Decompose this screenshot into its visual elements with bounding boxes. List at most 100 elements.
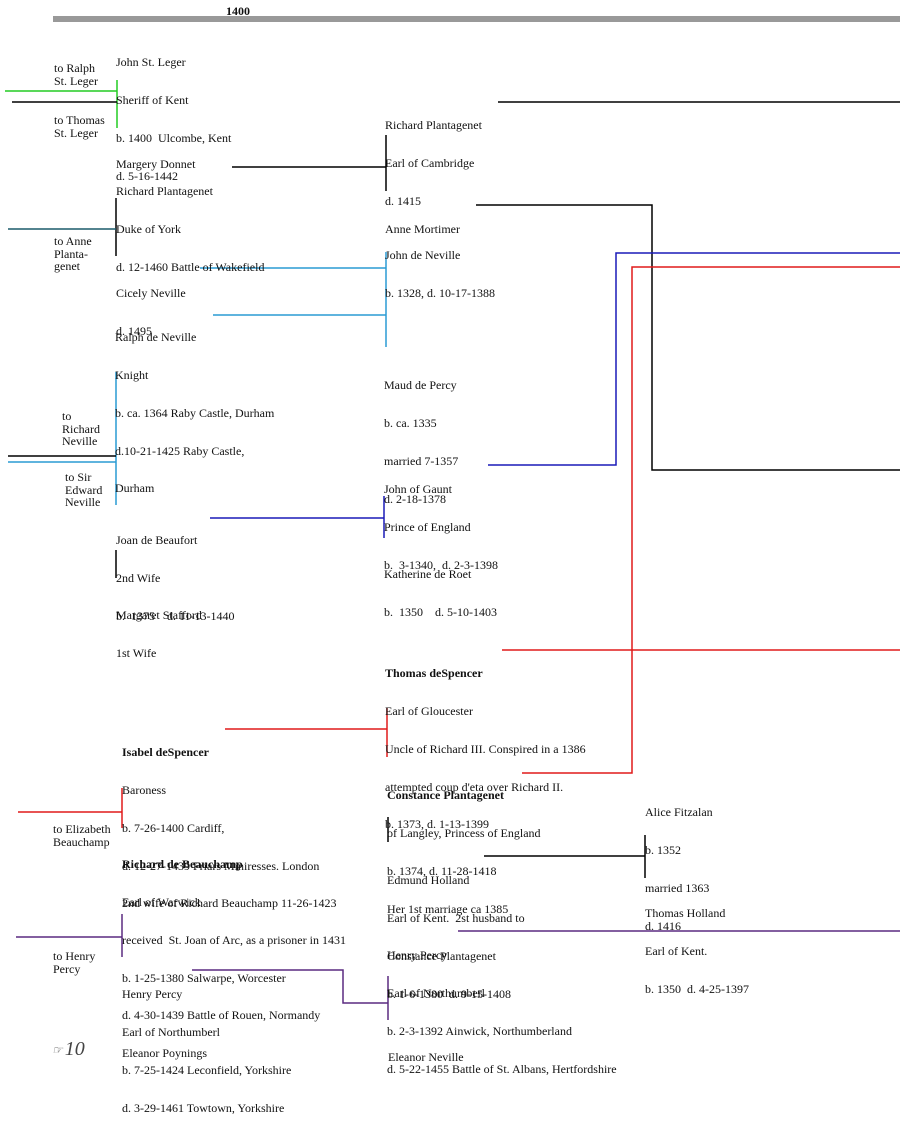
person-detail: b. 7-25-1424 Leconfield, Yorkshire — [122, 1062, 292, 1077]
person-name: Richard Plantagenet — [116, 184, 213, 199]
person-detail: b. 1350 d. 4-25-1397 — [645, 981, 749, 996]
hand-ornament-icon: ☞ — [52, 1042, 63, 1057]
person-name: Henry Percy — [122, 987, 183, 1002]
person-richard-york: Richard Plantagenet Duke of York d. 12-1… — [116, 160, 264, 286]
person-katherine-de-roet: Katherine de Roet b. 1350 d. 5-10-1403 — [384, 543, 497, 631]
person-detail: d. 1416 — [645, 918, 681, 933]
person-detail: b. 1373, d. 1-13-1399 — [385, 817, 489, 832]
person-detail: married 7-1357 — [384, 453, 459, 468]
person-detail: 2nd wife of Richard Beauchamp 11-26-1423 — [122, 896, 337, 911]
person-name: Alice Fitzalan — [645, 805, 713, 820]
person-name: John de Neville — [385, 248, 461, 263]
person-cicely-neville: Cicely Neville d. 1495 — [116, 262, 186, 350]
ref-henry-percy[interactable]: to Henry Percy — [53, 949, 96, 976]
person-detail: Constance Plantagenet — [387, 948, 496, 963]
person-detail: Earl of Northumberl — [122, 1024, 220, 1039]
person-detail: of Langley, Princess of England — [387, 825, 541, 840]
person-name: Margery Donnet — [116, 157, 196, 172]
person-name: John of Gaunt — [384, 482, 452, 497]
person-detail: Eleanor Poynings — [122, 1046, 207, 1061]
person-margaret-stafford: Margaret Stafford 1st Wife — [116, 584, 202, 672]
person-detail: b. 1352 — [645, 842, 681, 857]
person-name: Richard de Beauchamp — [122, 857, 243, 872]
person-name: Thomas deSpencer — [385, 666, 483, 681]
page-number: ☞10 — [52, 1038, 85, 1061]
person-detail: d. 2-18-1378 — [384, 491, 446, 506]
person-name: Eleanor Neville — [388, 1050, 464, 1065]
person-thomas-despencer: Thomas deSpencer Earl of Gloucester Uncl… — [385, 642, 586, 844]
percy-lines — [16, 914, 900, 1020]
person-maud-de-percy: Maud de Percy b. ca. 1335 married 7-1357… — [384, 354, 458, 518]
person-joan-de-beaufort: Joan de Beaufort 2nd Wife b. 1375 d. 11-… — [116, 509, 235, 635]
despencer-lines — [18, 266, 900, 828]
ref-edward-neville[interactable]: to Sir Edward Neville — [65, 470, 103, 510]
person-detail: Baroness — [122, 782, 166, 797]
person-detail: Earl of Northumberl — [387, 985, 485, 1000]
person-detail: Uncle of Richard III. Conspired in a 138… — [385, 741, 586, 756]
person-detail: b. 2-3-1392 Ainwick, Northumberland — [387, 1023, 572, 1038]
person-detail: Prince of England — [384, 519, 471, 534]
person-thomas-holland: Thomas Holland Earl of Kent. b. 1350 d. … — [645, 882, 749, 1008]
gaunt-lines — [210, 252, 900, 538]
person-detail: d. 5-16-1442 — [116, 168, 178, 183]
person-detail: 2nd Wife — [116, 570, 161, 585]
person-henry-percy-1424: Henry Percy Earl of Northumberl b. 7-25-… — [122, 963, 291, 1127]
person-name: Maud de Percy — [384, 378, 457, 393]
person-name: Ralph de Neville — [115, 330, 197, 345]
timeline-bar — [53, 16, 900, 22]
person-detail: b. 1374, d. 11-28-1418 — [387, 863, 497, 878]
person-detail: Earl of Gloucester — [385, 703, 473, 718]
person-detail: b. 1328, d. 10-17-1388 — [385, 285, 495, 300]
person-detail: Earl of Kent. 2st husband to — [387, 910, 525, 925]
page-number-value: 10 — [64, 1038, 85, 1060]
person-john-st-leger: John St. Leger Sheriff of Kent b. 1400 U… — [116, 31, 231, 195]
person-detail: b. 1375 d. 11-13-1440 — [116, 608, 235, 623]
person-name: Isabel deSpencer — [122, 745, 209, 760]
person-detail: 1st Wife — [116, 645, 157, 660]
person-detail: b. 7-26-1400 Cardiff, — [122, 820, 225, 835]
person-detail: d. 12-1460 Battle of Wakefield — [116, 259, 265, 274]
person-detail: attempted coup d'eta over Richard II. — [385, 779, 564, 794]
person-name: Richard Plantagenet — [385, 118, 482, 133]
person-eleanor-neville: Eleanor Neville — [388, 1026, 464, 1076]
person-detail: d. 1495 — [116, 323, 152, 338]
person-detail: Earl of Kent. — [645, 943, 708, 958]
ref-richard-neville[interactable]: to Richard Neville — [62, 409, 100, 449]
person-detail: b. 1350 d. 5-10-1403 — [384, 604, 497, 619]
person-richard-de-beauchamp: Richard de Beauchamp Earl of Warwick rec… — [122, 833, 346, 1072]
person-detail: married 1363 — [645, 880, 710, 895]
person-detail: d. 5-22-1455 Battle of St. Albans, Hertf… — [387, 1061, 617, 1076]
person-edmund-holland: Edmund Holland Earl of Kent. 2st husband… — [387, 849, 525, 1013]
person-detail: Earl of Warwick — [122, 894, 201, 909]
person-ralph-de-neville: Ralph de Neville Knight b. ca. 1364 Raby… — [115, 306, 274, 508]
person-detail: d.10-21-1425 Raby Castle, — [115, 443, 245, 458]
person-detail: Her 1st marriage ca 1385 — [387, 901, 509, 916]
person-name: Edmund Holland — [387, 873, 470, 888]
person-name: Henry Percy — [387, 948, 448, 963]
person-detail: Duke of York — [116, 221, 182, 236]
person-detail: b. ca. 1335 — [384, 415, 437, 430]
person-john-de-neville: John de Neville b. 1328, d. 10-17-1388 — [385, 224, 495, 312]
person-name: Joan de Beaufort — [116, 533, 198, 548]
person-name: Cicely Neville — [116, 286, 186, 301]
person-detail: b. 1400 Ulcombe, Kent — [116, 130, 232, 145]
person-detail: b. ca. 1364 Raby Castle, Durham — [115, 405, 275, 420]
person-detail: b. 1-25-1380 Salwarpe, Worcester — [122, 970, 286, 985]
person-detail: Durham — [115, 481, 155, 496]
neville-lines — [8, 252, 387, 505]
person-detail: b. 1-6-1380 d. 9-15-1408 — [387, 986, 511, 1001]
ref-anne-plantagenet[interactable]: to Anne Planta- genet — [54, 234, 92, 274]
person-detail: received St. Joan of Arc, as a prisoner … — [122, 932, 346, 947]
person-anne-mortimer: Anne Mortimer — [385, 198, 460, 248]
person-detail: Sheriff of Kent — [116, 92, 189, 107]
person-alice-fitzalan: Alice Fitzalan b. 1352 married 1363 d. 1… — [645, 781, 713, 945]
person-henry-percy-1392: Henry Percy Earl of Northumberl b. 2-3-1… — [387, 924, 617, 1088]
person-name: John St. Leger — [116, 55, 186, 70]
ref-ralph-st-leger[interactable]: to Ralph St. Leger — [54, 61, 98, 88]
person-detail: d. 12-27-1439 Friars Miniresses. London — [122, 858, 320, 873]
person-margery-donnet: Margery Donnet — [116, 133, 195, 183]
ref-thomas-st-leger[interactable]: to Thomas St. Leger — [54, 113, 105, 140]
ref-elizabeth-beauchamp[interactable]: to Elizabeth Beauchamp — [53, 822, 111, 849]
person-detail: d. 1415 — [385, 193, 421, 208]
